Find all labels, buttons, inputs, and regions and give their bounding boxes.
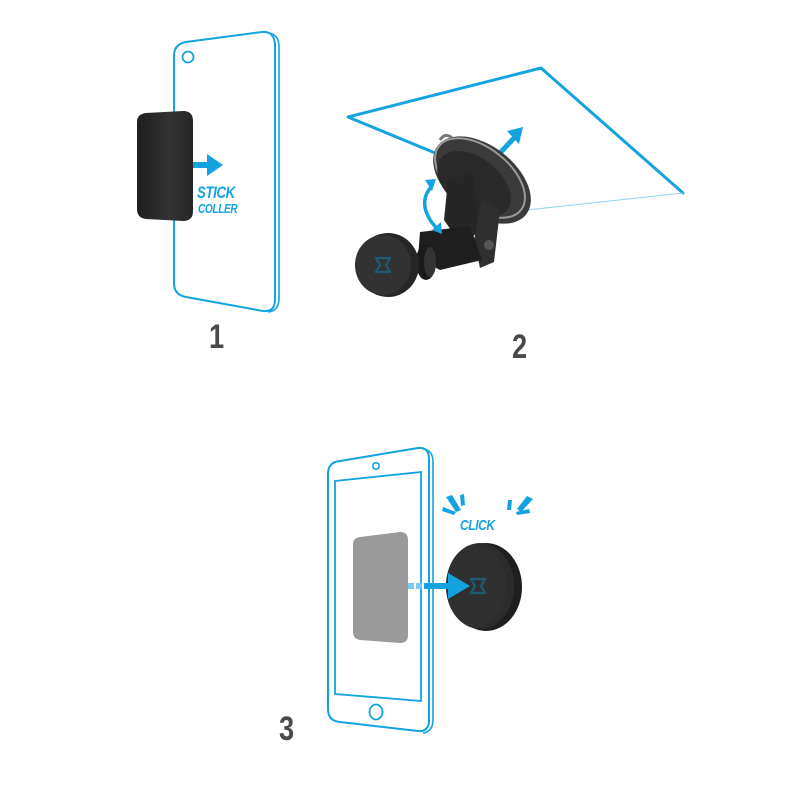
- rotate-arrow-icon: [422, 179, 442, 234]
- logo-icon: [470, 577, 486, 595]
- arrow-right-icon: [408, 573, 470, 599]
- arrow-up-right-icon: [498, 127, 523, 155]
- logo-icon: [375, 256, 391, 274]
- step-number-3: 3: [279, 710, 295, 748]
- metal-plate-icon: [137, 111, 193, 221]
- step-number-2: 2: [512, 328, 528, 366]
- magnet-disc-icon: [446, 543, 522, 631]
- step-number-1: 1: [209, 318, 225, 356]
- click-burst-icon: [442, 494, 533, 515]
- windshield-outline-icon: [346, 66, 685, 211]
- tablet-outline-icon: [327, 446, 434, 734]
- arrow-right-icon: [193, 154, 223, 176]
- stick-label: STICK: [197, 183, 235, 202]
- suction-mount-icon: [416, 133, 531, 280]
- phone-outline-icon: [173, 30, 280, 313]
- click-label: CLICK: [460, 517, 495, 534]
- coller-label: COLLER: [198, 201, 238, 216]
- metal-plate-icon: [353, 532, 408, 643]
- magnet-disc-icon: [355, 233, 419, 297]
